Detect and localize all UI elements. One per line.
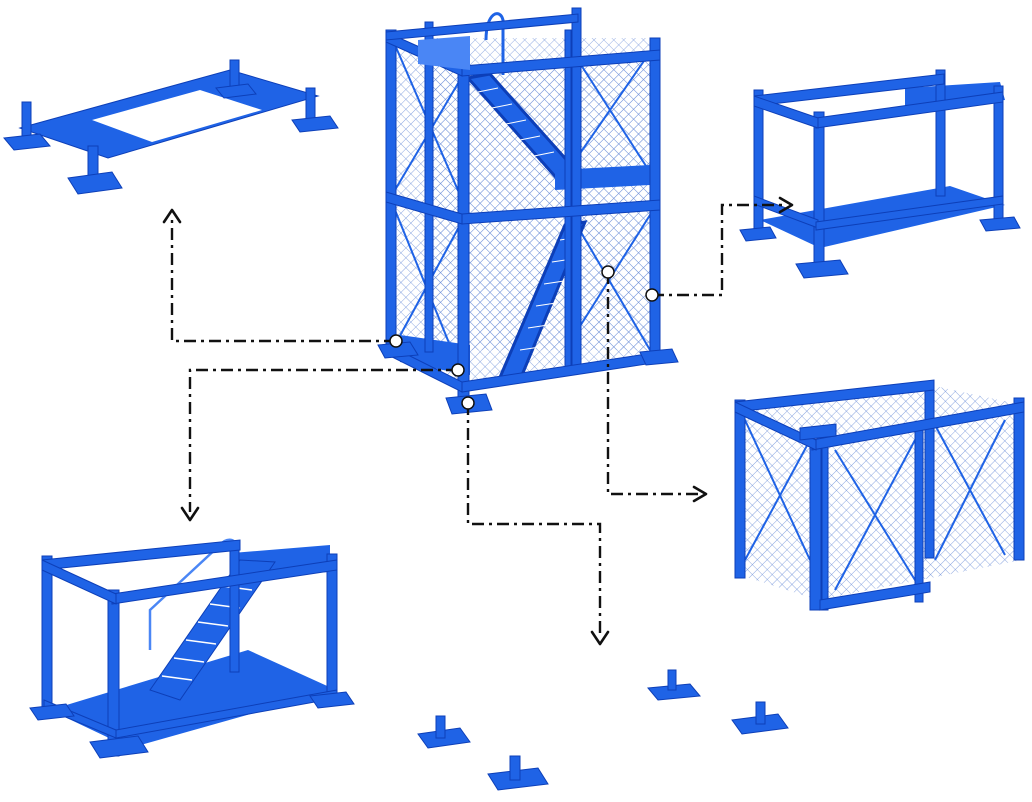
assembled-stair-tower	[377, 7, 679, 415]
mesh-panel-module	[734, 379, 1025, 611]
leader-to-top-deck-frame	[170, 215, 396, 343]
stair-module	[29, 538, 355, 759]
arrowhead-up-icon	[162, 208, 182, 224]
anchor-marker	[461, 396, 475, 410]
callout-leader-lines	[170, 203, 785, 636]
arrowhead-down-icon	[590, 630, 610, 646]
leader-to-base-feet	[466, 403, 602, 636]
top-deck-frame-module	[3, 59, 339, 195]
arrowhead-right-icon	[692, 485, 708, 503]
anchor-marker	[645, 288, 659, 302]
leader-to-open-frame	[652, 203, 785, 297]
base-foot-plates	[417, 669, 789, 791]
anchor-marker	[601, 265, 615, 279]
anchor-marker	[389, 334, 403, 348]
open-frame-module	[739, 69, 1021, 279]
anchor-marker	[451, 363, 465, 377]
callout-arrowheads	[162, 196, 794, 646]
leader-to-stair-module	[188, 368, 458, 512]
callout-anchor-markers	[389, 265, 659, 410]
leader-to-mesh-module	[606, 272, 700, 496]
arrowhead-down-icon	[180, 506, 200, 522]
arrowhead-right-icon	[778, 196, 794, 214]
